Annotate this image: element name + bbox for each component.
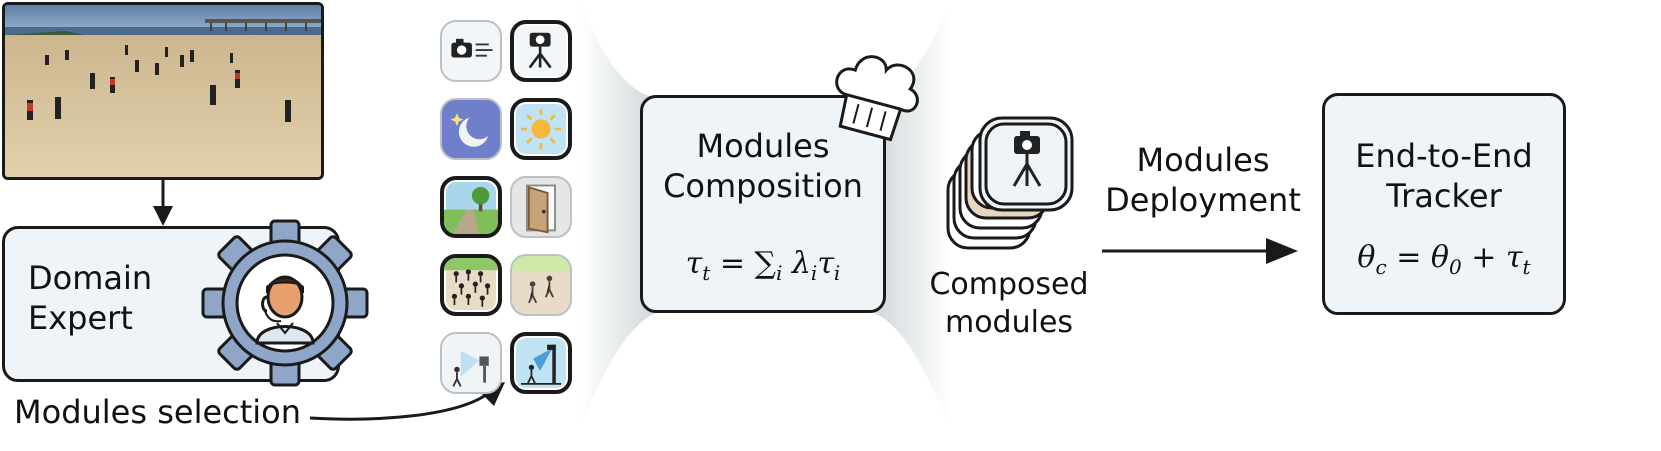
- moon-night-icon[interactable]: [440, 98, 502, 160]
- outdoor-tree-icon[interactable]: [440, 176, 502, 238]
- composed-modules-label: Composed modules: [929, 267, 1089, 340]
- modules-selection-label: Modules selection: [14, 393, 302, 431]
- tracker-formula: θc = θ0 + τt: [1357, 240, 1531, 279]
- expert-gear-icon: [201, 219, 369, 387]
- street-lamp-icon[interactable]: [510, 332, 572, 394]
- composition-formula: τt = ∑i λiτi: [685, 246, 841, 285]
- sun-day-icon[interactable]: [510, 98, 572, 160]
- modules-composition-box: [640, 95, 886, 313]
- camera-wind-icon[interactable]: [440, 20, 502, 82]
- end-to-end-tracker-box: [1322, 93, 1566, 315]
- domain-expert-label: Domain Expert: [28, 259, 153, 337]
- module-tiles: [440, 20, 580, 394]
- end-to-end-tracker-label: End-to-End Tracker: [1355, 137, 1533, 215]
- arrow-deployment: [1102, 238, 1298, 264]
- arrow-photo-to-expert: [153, 180, 173, 226]
- indoor-door-icon[interactable]: [510, 176, 572, 238]
- modules-deployment-label: Modules Deployment: [1105, 141, 1301, 219]
- chef-hat-icon: [835, 55, 919, 142]
- low-light-spotlight-icon[interactable]: [440, 332, 502, 394]
- crowd-dense-icon[interactable]: [440, 254, 502, 316]
- crowd-sparse-icon[interactable]: [510, 254, 572, 316]
- beach-scene-image: [2, 2, 324, 180]
- modules-composition-label: Modules Composition: [663, 127, 863, 205]
- camera-tripod-icon[interactable]: [510, 20, 572, 82]
- composed-modules-stack-icon: [946, 116, 1074, 250]
